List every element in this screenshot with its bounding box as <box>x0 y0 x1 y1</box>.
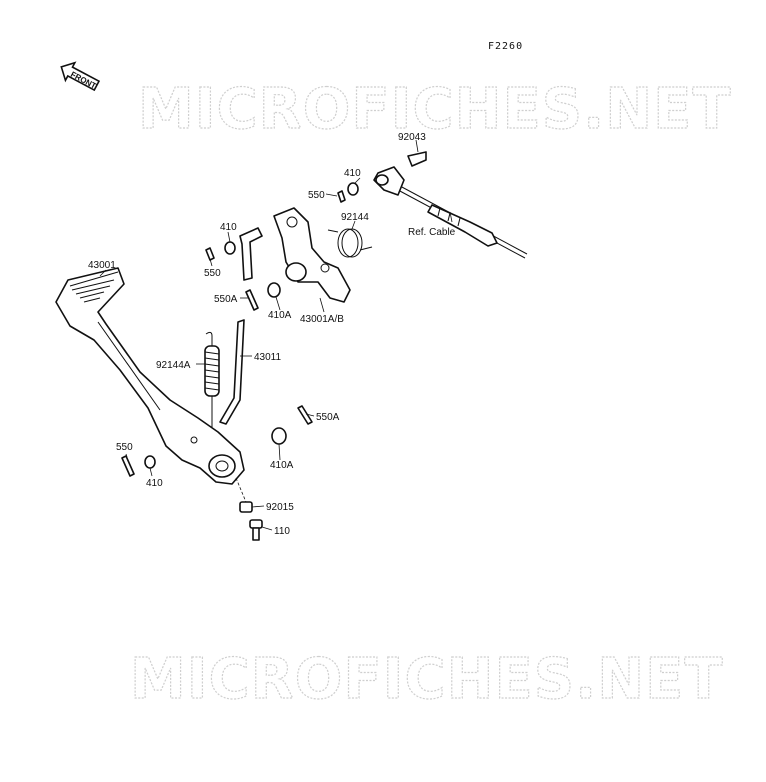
watermark-top: MICROFICHES.NET <box>138 77 732 142</box>
washer-410-lower <box>144 455 156 469</box>
label-410-upper: 410 <box>344 168 361 179</box>
cotter-pin-550-upper <box>337 190 346 203</box>
nut-92015 <box>239 501 253 513</box>
diagram-code: F2260 <box>488 41 523 52</box>
label-410A-mid: 410A <box>268 310 292 321</box>
label-410-lower: 410 <box>146 478 163 489</box>
washer-410A-lower <box>271 427 287 445</box>
label-550A-lower: 550A <box>316 412 340 423</box>
brake-pedal-43001 <box>55 267 245 485</box>
label-43001: 43001 <box>88 260 116 271</box>
torsion-spring-92144 <box>327 228 373 258</box>
label-550A-mid: 550A <box>214 294 238 305</box>
label-92015: 92015 <box>266 502 294 513</box>
label-43001ab: 43001A/B <box>300 314 344 325</box>
spring-92144a <box>204 331 220 428</box>
leader-lines <box>99 139 453 531</box>
label-43011: 43011 <box>254 352 282 363</box>
label-550-upper: 550 <box>308 190 325 201</box>
shift-arm-43001ab <box>273 207 351 303</box>
watermark-bottom: MICROFICHES.NET <box>130 647 724 712</box>
label-550-mid: 550 <box>204 268 221 279</box>
clevis <box>373 151 427 196</box>
label-110: 110 <box>274 526 290 537</box>
cotter-pin-550-mid <box>205 247 215 261</box>
label-410A-lower: 410A <box>270 460 294 471</box>
label-92144A: 92144A <box>156 360 191 371</box>
cable-assembly <box>397 185 528 259</box>
label-ref-cable: Ref. Cable <box>408 227 456 238</box>
cotter-pin-550A-mid <box>245 289 259 311</box>
label-92043: 92043 <box>398 132 426 143</box>
washer-410-mid <box>224 241 236 255</box>
washer-410-upper <box>347 182 359 196</box>
cotter-pin-550-lower <box>121 455 135 477</box>
bolt-110 <box>249 519 263 541</box>
rod-43011 <box>219 319 245 425</box>
front-arrow-icon: FRONT <box>60 61 101 92</box>
cotter-pin-550A-lower <box>297 405 313 425</box>
label-410-mid: 410 <box>220 222 237 233</box>
label-550-lower: 550 <box>116 442 133 453</box>
label-92144: 92144 <box>341 212 369 223</box>
pivot-pin <box>239 227 263 281</box>
washer-410A-mid <box>267 282 281 298</box>
